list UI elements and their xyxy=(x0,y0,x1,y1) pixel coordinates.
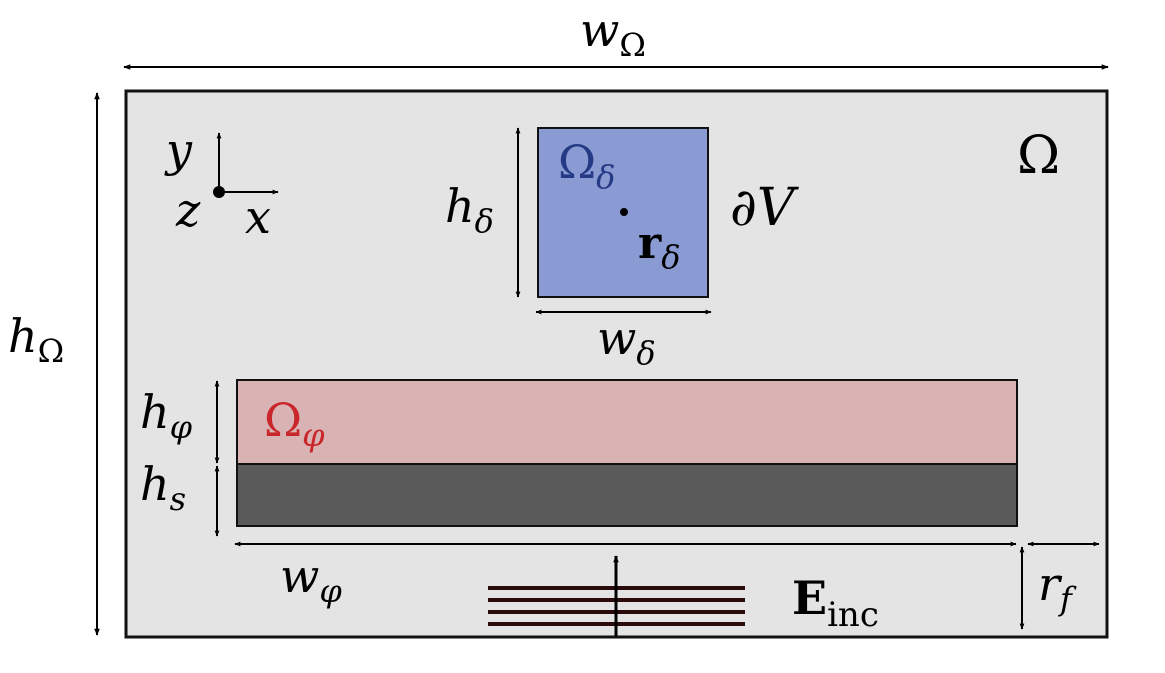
axis-x-label: x xyxy=(245,190,271,244)
h-delta-label: hδ xyxy=(445,179,494,240)
axis-z-label: z xyxy=(175,183,201,237)
dv-label: ∂V xyxy=(730,178,799,238)
substrate-layer xyxy=(236,463,1018,527)
omega-delta-label: Ωδ xyxy=(558,135,615,196)
coordinate-axes: y z x xyxy=(164,123,279,244)
incident-wave xyxy=(488,555,745,636)
r-delta-label: rδ xyxy=(638,218,680,276)
h-phi-label: hφ xyxy=(140,385,193,446)
w-delta-label: wδ xyxy=(597,311,656,372)
h-s-label: hs xyxy=(140,457,186,518)
h-omega-label: hΩ xyxy=(8,309,64,370)
omega-label: Ω xyxy=(1017,126,1060,186)
phi-layer xyxy=(236,379,1018,465)
r-delta-point xyxy=(620,208,628,216)
w-phi-label: wφ xyxy=(280,549,342,610)
omega-phi-label: Ωφ xyxy=(264,393,325,454)
w-omega-label: wΩ xyxy=(580,3,646,64)
e-inc-label: Einc xyxy=(792,571,879,635)
axis-y-label: y xyxy=(164,123,193,177)
